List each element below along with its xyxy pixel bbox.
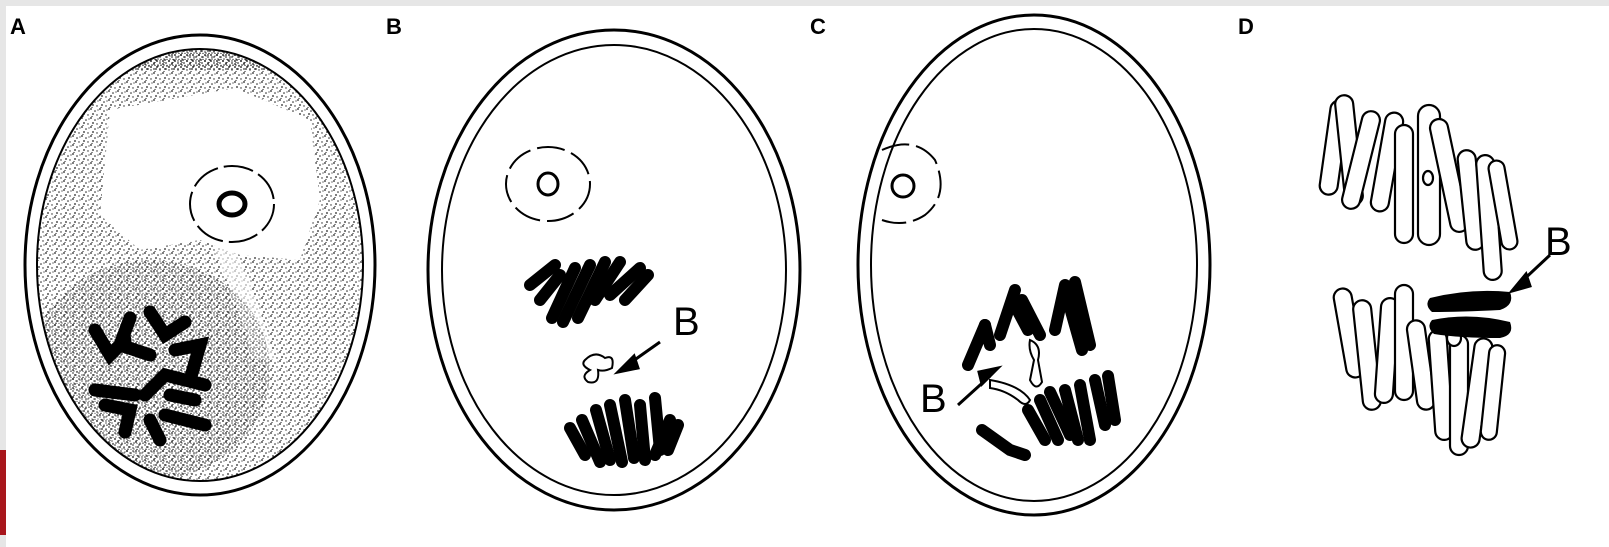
panel-a [0, 35, 400, 495]
panel-d-b-chromosomes [1427, 291, 1511, 338]
panel-c: B [858, 15, 1210, 515]
panel-d-b-label: B [1545, 220, 1572, 264]
panel-c-b-label: B [920, 377, 947, 421]
panel-b-b-label: B [673, 300, 700, 344]
panel-a-clear-vacuole [100, 88, 320, 260]
panel-d-upper-chromosome-group [1319, 94, 1519, 280]
panel-b: B [428, 30, 800, 510]
panel-d: B [1319, 94, 1572, 455]
